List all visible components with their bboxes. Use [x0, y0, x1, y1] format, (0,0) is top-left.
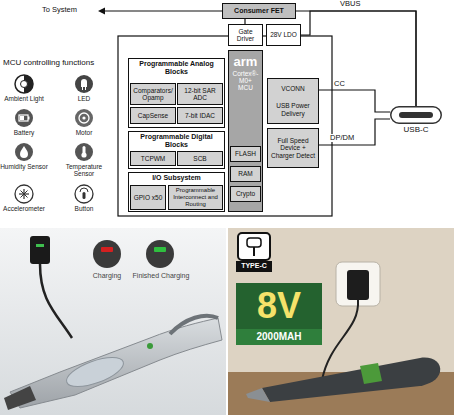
block-group: Programmable Digital BlocksTCPWM SCB	[128, 131, 225, 169]
battery-icon	[15, 109, 33, 127]
block-title: Programmable Digital Blocks	[131, 133, 222, 149]
cpu-column: armCortex®- M0+ MCU FLASH RAM Crypto	[228, 50, 263, 212]
block-title: USB-C	[390, 106, 442, 135]
block-title: 28V LDO	[269, 31, 298, 38]
block-subtitle: USB Power Delivery	[270, 102, 316, 117]
block-title: RAM	[233, 170, 258, 177]
signal-name: CC	[334, 80, 350, 88]
temperature-icon	[75, 143, 93, 161]
usb-block: Full Speed Device + Charger Detect	[267, 128, 319, 168]
pd-block: VCONN USB Power Delivery	[267, 78, 319, 124]
function-label: Ambient Light	[0, 95, 48, 102]
function-label: Accelerometer	[0, 205, 48, 212]
analog-block: CapSense	[130, 107, 176, 124]
digital-block: SCB	[177, 151, 223, 166]
memory-block: RAM	[230, 166, 261, 182]
block-title: VCONN	[270, 85, 316, 92]
block-title: I/O Subsystem	[131, 174, 222, 182]
vacuum-photo	[0, 228, 226, 415]
signal-name: To System	[42, 6, 98, 14]
io-block: GPIO x50	[130, 185, 166, 210]
system-wire	[104, 10, 222, 11]
arrow-head	[98, 8, 105, 15]
function-label: Temperature Sensor	[60, 163, 108, 178]
block-title: 12-bit SAR ADC	[180, 87, 220, 102]
signal-wire	[319, 90, 390, 112]
function-label: Battery	[0, 129, 48, 136]
usb-c-outline	[390, 106, 442, 124]
signal-wire	[319, 119, 390, 145]
block-group: Programmable Analog BlocksComparators/ O…	[128, 58, 225, 128]
usb-connector: USB-C	[390, 106, 442, 138]
function-label: LED	[60, 95, 108, 102]
block-title: arm	[231, 52, 260, 70]
block-title: TCPWM	[133, 155, 173, 162]
block-subtitle: Cortex®- M0+ MCU	[231, 70, 260, 92]
photo-caption: Finished Charging	[132, 272, 190, 280]
accelerometer-icon	[15, 185, 33, 203]
rotary-tool-photo	[228, 228, 454, 415]
analog-block: 12-bit SAR ADC	[177, 83, 223, 105]
memory-block: FLASH	[230, 146, 261, 162]
block-title: Programmable Interconnect and Routing	[171, 187, 220, 207]
fet-box: Consumer FET	[222, 3, 296, 19]
button-icon	[75, 185, 93, 203]
block-title: SCB	[180, 155, 220, 162]
ambient-light-icon	[15, 75, 33, 93]
analog-block: 7-bit IDAC	[177, 107, 223, 124]
block-title: Comparators/ Opamp	[133, 87, 173, 102]
block-title: Crypto	[233, 190, 258, 197]
photo-badge: 8V	[236, 286, 322, 326]
block-title: Full Speed Device + Charger Detect	[270, 137, 316, 159]
analog-block: Comparators/ Opamp	[130, 83, 176, 105]
signal-name: VBUS	[340, 0, 366, 8]
motor-icon	[75, 109, 93, 127]
function-label: Humidity Sensor	[0, 163, 48, 170]
led-icon	[75, 75, 93, 93]
humidity-icon	[15, 143, 33, 161]
digital-block: TCPWM	[130, 151, 176, 166]
block-title: GPIO x50	[133, 194, 163, 201]
block-group: I/O SubsystemGPIO x50 Programmable Interc…	[128, 172, 225, 212]
memory-block: Crypto	[230, 186, 261, 202]
panel-heading: MCU controlling functions	[3, 59, 115, 68]
block-title: 7-bit IDAC	[180, 112, 220, 119]
ldo-box: 28V LDO	[266, 24, 301, 46]
block-title: Gate Driver	[231, 28, 260, 43]
chip-outline	[118, 36, 332, 216]
function-label: Motor	[60, 129, 108, 136]
signal-name: DP/DM	[330, 134, 360, 142]
io-block: Programmable Interconnect and Routing	[168, 185, 223, 210]
block-title: FLASH	[233, 150, 258, 157]
block-title: Consumer FET	[225, 7, 293, 15]
block-title: CapSense	[133, 112, 173, 119]
photo-badge: TYPE-C	[236, 262, 272, 270]
photo-caption: Charging	[82, 272, 132, 280]
photo-badge: 2000MAH	[236, 331, 322, 342]
block-title: Programmable Analog Blocks	[131, 60, 222, 76]
function-label: Button	[60, 205, 108, 212]
driver-box: Gate Driver	[228, 24, 263, 46]
